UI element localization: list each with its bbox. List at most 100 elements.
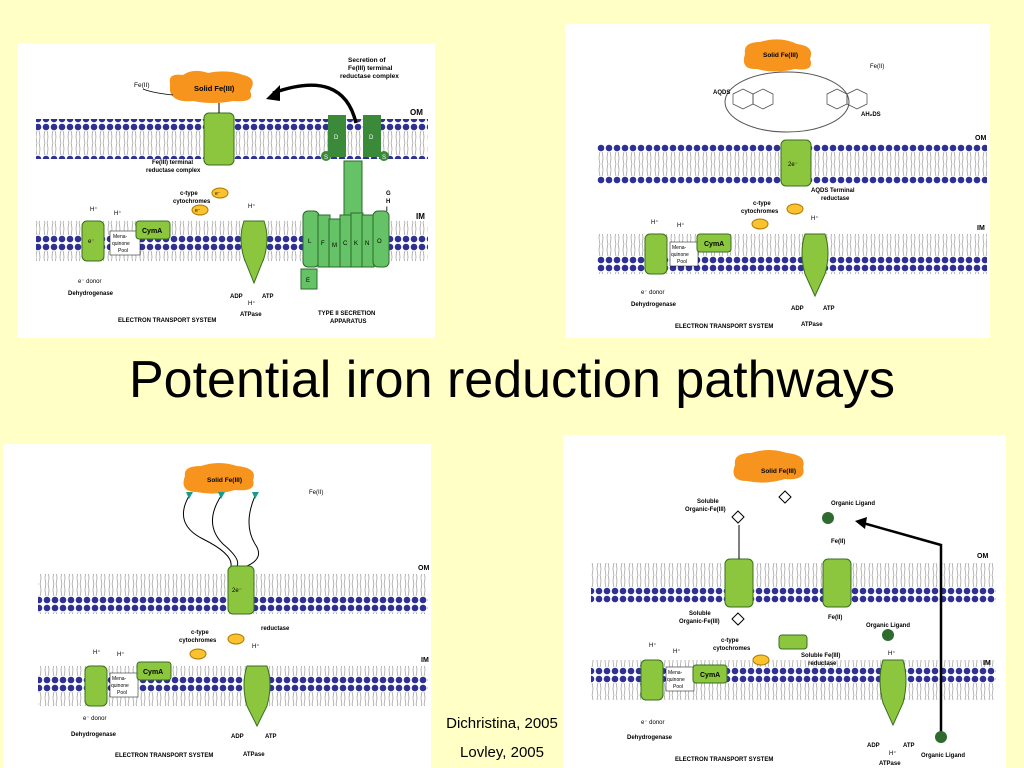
- solid-fe-blob: [743, 39, 812, 72]
- svg-text:e⁻ donor: e⁻ donor: [83, 716, 107, 722]
- slide-title: Potential iron reduction pathways: [128, 351, 895, 409]
- svg-text:H⁺: H⁺: [677, 222, 685, 229]
- svg-text:Fe(II): Fe(II): [831, 539, 845, 545]
- svg-text:ADP: ADP: [230, 294, 243, 300]
- svg-text:CymA: CymA: [142, 228, 162, 235]
- citation-dichristina: Dichristina, 2005: [446, 715, 558, 732]
- svg-text:c-type cytochromes: c-type cytochromes: [741, 201, 779, 215]
- svg-text:Soluble Organic-Fe(III): Soluble Organic-Fe(III): [685, 499, 726, 513]
- organic-ligand-3: [935, 731, 947, 743]
- svg-text:ATPase: ATPase: [243, 752, 265, 758]
- nanowires: [182, 495, 260, 567]
- svg-text:e⁻ donor: e⁻ donor: [641, 720, 665, 726]
- svg-text:2e⁻: 2e⁻: [788, 162, 798, 168]
- svg-text:c-type cytochromes: c-type cytochromes: [179, 630, 217, 644]
- svg-text:Fe(II): Fe(II): [828, 615, 842, 621]
- svg-text:S: S: [324, 155, 328, 161]
- organic-ligand-2: [882, 629, 894, 641]
- svg-text:Organic Ligand: Organic Ligand: [866, 623, 910, 629]
- svg-text:H⁺: H⁺: [248, 300, 256, 307]
- svg-text:ATPase: ATPase: [879, 761, 901, 767]
- svg-text:c-type cytochromes: c-type cytochromes: [173, 191, 211, 205]
- svg-text:S: S: [382, 155, 386, 161]
- svg-text:ATPase: ATPase: [240, 312, 262, 318]
- aqds-reductase: [780, 139, 812, 187]
- svg-text:IM: IM: [983, 660, 991, 667]
- svg-text:CymA: CymA: [143, 669, 163, 676]
- svg-text:H⁺: H⁺: [888, 650, 896, 657]
- svg-text:IM: IM: [421, 657, 429, 664]
- reductase: [227, 565, 255, 615]
- svg-text:H⁺: H⁺: [651, 219, 659, 226]
- secretion-line2: Fe(III) terminal: [348, 65, 393, 72]
- svg-text:H⁺: H⁺: [889, 750, 897, 757]
- svg-text:Organic Ligand: Organic Ligand: [831, 501, 875, 507]
- svg-text:Dehydrogenase: Dehydrogenase: [68, 291, 114, 297]
- solid-fe-blob: [183, 463, 254, 494]
- svg-text:AH₂DS: AH₂DS: [861, 112, 881, 118]
- svg-text:H⁺: H⁺: [649, 642, 657, 649]
- svg-text:ATP: ATP: [823, 306, 835, 312]
- svg-text:Mena- quinone Pool: Mena- quinone Pool: [671, 245, 690, 265]
- fe2-label: Fe(II): [134, 82, 150, 89]
- svg-text:c-type cytochromes: c-type cytochromes: [713, 638, 751, 652]
- solid-fe-blob: [169, 70, 253, 103]
- svg-text:ELECTRON TRANSPORT SYSTEM: ELECTRON TRANSPORT SYSTEM: [675, 324, 773, 330]
- svg-text:Organic Ligand: Organic Ligand: [921, 753, 965, 759]
- svg-text:Solid Fe(III): Solid Fe(III): [761, 468, 796, 475]
- cyma: [135, 220, 171, 240]
- svg-text:ATPase: ATPase: [801, 322, 823, 328]
- terminal-reductase: [203, 112, 235, 166]
- svg-text:ELECTRON TRANSPORT SYSTEM: ELECTRON TRANSPORT SYSTEM: [115, 753, 213, 759]
- svg-text:H⁺: H⁺: [811, 215, 819, 222]
- svg-text:Solid Fe(III): Solid Fe(III): [763, 52, 798, 59]
- svg-text:Fe(III) terminal reductase: Fe(III) terminal reductase complex: [146, 160, 201, 174]
- svg-text:e⁻: e⁻: [215, 191, 221, 197]
- svg-text:Solid Fe(III): Solid Fe(III): [207, 477, 242, 484]
- svg-text:Dehydrogenase: Dehydrogenase: [71, 732, 117, 738]
- svg-text:e⁻: e⁻: [195, 208, 201, 214]
- svg-text:ADP: ADP: [231, 734, 244, 740]
- svg-text:H⁺: H⁺: [252, 643, 260, 650]
- organic-ligand-1: [822, 512, 834, 524]
- diagram-soluble-ligand: OM IM Solid Fe(III) Soluble Organic-Fe(I…: [563, 435, 1006, 768]
- svg-text:D: D: [334, 135, 339, 141]
- svg-text:Secretion of Fe(III) termi: Secretion of Fe(III) terminal reductase …: [340, 57, 399, 80]
- diagram-aqds-shuttle: OM IM Solid Fe(III) Fe(II) AQDS AH₂DS 2e…: [565, 24, 990, 338]
- svg-text:ADP: ADP: [867, 743, 880, 749]
- svg-text:H⁺: H⁺: [93, 649, 101, 656]
- diagram-nanowires: OM IM Solid Fe(III) Fe(II) 2e⁻ reductase…: [3, 444, 431, 768]
- svg-text:reductase: reductase: [261, 626, 290, 632]
- secretion-arrow: [272, 83, 358, 124]
- cytochrome-2: [191, 204, 209, 216]
- svg-text:2e⁻: 2e⁻: [232, 588, 242, 594]
- svg-text:Fe(II): Fe(II): [870, 64, 884, 70]
- diagram-type2-secretion: OM IM Solid Fe(III) Fe(II) Secretion of …: [18, 43, 435, 338]
- svg-text:H⁺: H⁺: [117, 651, 125, 658]
- svg-text:L F M C K: L F M C K N O E: [306, 239, 383, 284]
- svg-text:CymA: CymA: [700, 672, 720, 679]
- svg-text:Soluble Organic-Fe(III): Soluble Organic-Fe(III): [679, 611, 720, 625]
- svg-text:TYPE II SECRETION APPARATU: TYPE II SECRETION APPARATUS: [318, 311, 377, 325]
- svg-text:CymA: CymA: [704, 241, 724, 248]
- svg-text:OM: OM: [977, 553, 988, 560]
- atpase: [240, 220, 268, 285]
- svg-text:Dehydrogenase: Dehydrogenase: [627, 735, 673, 741]
- solid-fe-blob: [733, 450, 804, 483]
- svg-text:ATP: ATP: [265, 734, 277, 740]
- dehydrogenase: [81, 220, 105, 262]
- svg-text:OM: OM: [418, 565, 429, 572]
- svg-text:Mena- quinone Pool: Mena- quinone Pool: [667, 670, 686, 690]
- svg-text:Mena- quinone Pool: Mena- quinone Pool: [112, 234, 131, 254]
- svg-text:H⁺: H⁺: [248, 203, 256, 210]
- svg-text:H⁺: H⁺: [673, 648, 681, 655]
- svg-text:H⁺: H⁺: [114, 210, 122, 217]
- svg-text:e⁻ donor: e⁻ donor: [641, 290, 665, 296]
- svg-text:IM: IM: [977, 225, 985, 232]
- om-label: OM: [410, 108, 423, 117]
- svg-text:AQDS: AQDS: [713, 90, 730, 96]
- svg-text:e⁻ donor: e⁻ donor: [78, 279, 102, 285]
- citation-lovley: Lovley, 2005: [460, 744, 544, 761]
- svg-text:OM: OM: [975, 135, 986, 142]
- svg-text:e⁻: e⁻: [88, 239, 95, 245]
